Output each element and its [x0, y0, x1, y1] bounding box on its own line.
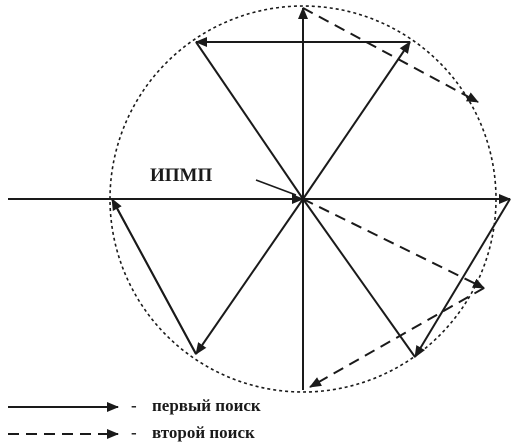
legend-separator: -	[131, 396, 137, 415]
first-search-leg	[195, 198, 304, 355]
legend-separator: -	[131, 423, 137, 442]
first-search-leg	[111, 198, 197, 355]
legend-label-first-search: первый поиск	[152, 396, 261, 415]
legend: - первый поиск - второй поиск	[8, 396, 261, 442]
center-label: ИПМП	[150, 165, 212, 186]
second-search-path	[302, 7, 485, 388]
first-search-leg	[195, 41, 304, 200]
second-search-leg	[302, 7, 479, 103]
first-search-path	[8, 7, 511, 390]
second-search-leg	[302, 198, 485, 289]
legend-label-second-search: второй поиск	[152, 423, 255, 442]
first-search-leg	[414, 198, 511, 358]
first-search-leg	[302, 198, 416, 358]
first-search-leg	[302, 41, 411, 200]
center-label-leader	[255, 179, 297, 196]
second-search-leg	[309, 287, 485, 388]
